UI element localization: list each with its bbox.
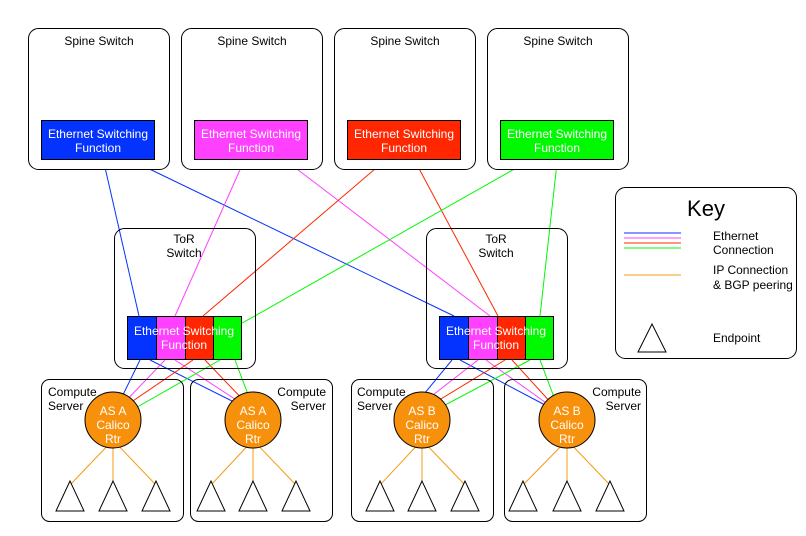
- endpoint-icon: [55, 479, 85, 512]
- tor-label-line1: ToR: [173, 232, 195, 246]
- compute-server-4: Compute Server: [504, 379, 647, 522]
- function-label-line1: Ethernet Switching: [507, 127, 607, 141]
- tor-port-green: [213, 316, 242, 360]
- function-label-line2: Function: [75, 141, 121, 155]
- tor-port-blue: [439, 316, 469, 360]
- router-label-line3: Rtr: [414, 432, 430, 446]
- function-label-line1: Ethernet Switching: [48, 127, 148, 141]
- spine-switch-2: Spine Switch Ethernet Switching Function: [181, 28, 323, 170]
- tor-function-label-line2: Function: [473, 338, 519, 352]
- compute-server-label-line1: Compute: [592, 385, 641, 399]
- tor-port-green: [525, 316, 554, 360]
- compute-server-label-line1: Compute: [48, 385, 97, 399]
- compute-server-3: Compute Server: [351, 379, 494, 522]
- router-label-line3: Rtr: [559, 432, 575, 446]
- spine-switch-label: Spine Switch: [64, 34, 133, 48]
- tor-a-red-to-rtr1: [126, 359, 194, 406]
- router-label-line1: AS B: [408, 404, 435, 418]
- router-label-line1: AS A: [100, 404, 127, 418]
- spine-switch-4: Spine Switch Ethernet Switching Function: [487, 28, 629, 170]
- key-endpoint-label: Endpoint: [713, 331, 761, 345]
- function-label-line1: Ethernet Switching: [201, 127, 301, 141]
- tor-a-blue-to-rtr2: [149, 359, 241, 406]
- endpoint-icon: [407, 479, 437, 512]
- key-endpoint-icon: [637, 322, 667, 353]
- function-label-line2: Function: [534, 141, 580, 155]
- ethernet-link-blue-tor-b: [136, 162, 455, 317]
- router-label-line2: Calico: [405, 418, 439, 432]
- calico-router-2: AS A Calico Rtr: [224, 391, 282, 449]
- key-ethernet-label-line2: Connection: [713, 243, 774, 257]
- tor-b-red-to-rtr4: [511, 359, 554, 406]
- calico-router-3: AS B Calico Rtr: [393, 391, 451, 449]
- compute-server-label-line2: Server: [357, 399, 392, 413]
- compute-server-1: Compute Server: [41, 379, 184, 522]
- endpoint-icon: [98, 479, 128, 512]
- spine-ethernet-function-green: [500, 120, 614, 160]
- spine-switch-label: Spine Switch: [217, 34, 286, 48]
- endpoint-icon: [238, 479, 268, 512]
- spine-ethernet-function-blue: [41, 120, 155, 160]
- endpoints: [55, 479, 625, 512]
- endpoint-icon: [552, 479, 582, 512]
- compute-server-label-line1: Compute: [277, 385, 326, 399]
- spine-switch-label: Spine Switch: [523, 34, 592, 48]
- tor-function-label-line2: Function: [161, 338, 207, 352]
- endpoint-icon: [595, 479, 625, 512]
- tor-port-red: [185, 316, 214, 360]
- spine-ethernet-function-magenta: [194, 120, 308, 160]
- ethernet-link-green-tor-a: [229, 162, 526, 331]
- tor-function-label-line1: Ethernet Switching: [134, 324, 234, 338]
- ethernet-link-red-tor-b: [415, 162, 499, 317]
- legend-key: Key Ethernet Connection IP Connection & …: [615, 187, 797, 359]
- ethernet-link-magenta-tor-a: [174, 162, 244, 317]
- endpoint-icon: [450, 479, 480, 512]
- router-label-line1: AS B: [553, 404, 580, 418]
- function-label-line1: Ethernet Switching: [354, 127, 454, 141]
- tor-b-blue-to-rtr4: [459, 359, 546, 406]
- spine-switch-1: Spine Switch Ethernet Switching Function: [28, 28, 170, 170]
- spine-ethernet-function-red: [347, 120, 461, 160]
- router-label-line1: AS A: [240, 404, 267, 418]
- tor-switch-b: ToR Switch Ethernet Switching Function: [426, 228, 568, 369]
- router-label-line3: Rtr: [105, 432, 121, 446]
- tor-a-magenta-to-rtr2: [174, 359, 245, 406]
- tor-label-line1: ToR: [485, 232, 507, 246]
- endpoint-icon: [141, 479, 171, 512]
- spine-switch-label: Spine Switch: [370, 34, 439, 48]
- tor-function-label-line1: Ethernet Switching: [446, 324, 546, 338]
- calico-router-1: AS A Calico Rtr: [84, 391, 142, 449]
- ethernet-link-red-tor-a: [202, 162, 383, 317]
- tor-label-line2: Switch: [478, 246, 513, 260]
- endpoint-icon: [508, 479, 538, 512]
- endpoint-icon: [281, 479, 311, 512]
- key-ethernet-label-line1: Ethernet: [713, 229, 759, 243]
- key-title: Key: [687, 196, 725, 221]
- compute-server-label-line2: Server: [291, 399, 326, 413]
- ethernet-link-green-tor-b: [539, 162, 558, 317]
- tor-switch-a: ToR Switch Ethernet Switching Function: [114, 228, 256, 369]
- function-label-line2: Function: [228, 141, 274, 155]
- compute-server-label-line1: Compute: [357, 385, 406, 399]
- tor-port-blue: [127, 316, 157, 360]
- compute-server-label-line2: Server: [606, 399, 641, 413]
- tor-b-magenta-to-rtr4: [485, 359, 550, 406]
- router-label-line2: Calico: [550, 418, 584, 432]
- router-label-line3: Rtr: [245, 432, 261, 446]
- router-label-line2: Calico: [236, 418, 270, 432]
- key-ip-label-line1: IP Connection: [713, 263, 788, 277]
- compute-server-label-line2: Server: [48, 399, 83, 413]
- endpoint-icon: [365, 479, 395, 512]
- function-label-line2: Function: [381, 141, 427, 155]
- endpoint-icon: [196, 479, 226, 512]
- ethernet-link-blue-tor-a: [103, 162, 140, 317]
- spine-switch-3: Spine Switch Ethernet Switching Function: [334, 28, 476, 170]
- tor-label-line2: Switch: [166, 246, 201, 260]
- calico-router-4: AS B Calico Rtr: [538, 391, 596, 449]
- key-ip-label-line2: & BGP peering: [713, 278, 793, 292]
- router-label-line2: Calico: [96, 418, 130, 432]
- compute-server-2: Compute Server: [190, 379, 333, 522]
